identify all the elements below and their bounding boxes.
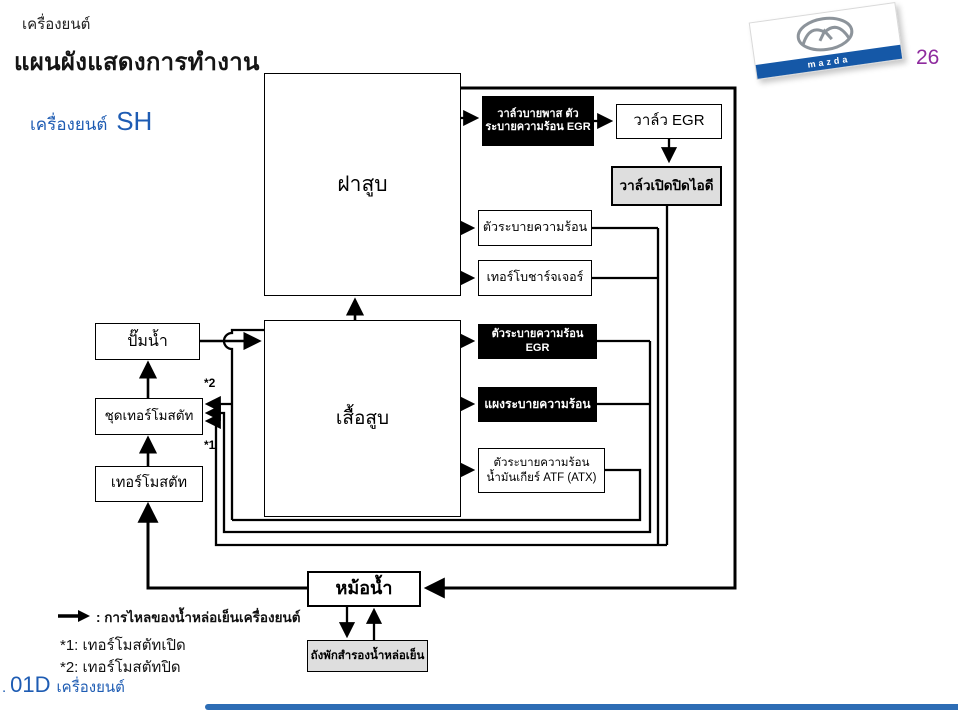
engine-subtitle-prefix: เครื่องยนต์ [30,115,108,134]
engine-code: SH [116,106,153,136]
box-heater-core: แผงระบายความร้อน [478,387,597,422]
box-cylinder-block: เสื้อสูบ [264,320,461,517]
box-atf-cooler: ตัวระบายความร้อน น้ำมันเกียร์ ATF (ATX) [478,448,605,493]
box-turbocharger: เทอร์โบชาร์จเจอร์ [478,260,592,296]
box-radiator: หม้อน้ำ [307,571,421,607]
mazda-logo-banner: mazda [748,1,904,81]
page-number: 26 [916,46,940,69]
slide-eyebrow: เครื่องยนต์ [22,16,91,33]
legend-note-1: *1: เทอร์โมสตัทเปิด [60,637,186,654]
box-thermostat-unit: ชุดเทอร์โมสตัท [95,398,203,435]
footer-code: 01D [10,672,51,697]
flow-arrow-icon [56,608,92,629]
footer-accent-bar [205,704,958,710]
box-egr-cooler-bypass-valve: วาล์วบายพาส ตัวระบายความร้อน EGR [482,96,594,146]
box-reservoir-tank: ถังพักสำรองน้ำหล่อเย็น [307,640,428,672]
box-water-pump: ปั๊มน้ำ [95,323,200,360]
footer-chapter: .01D เครื่องยนต์ [2,672,125,699]
box-cylinder-head: ฝาสูบ [264,73,461,296]
legend-note-2: *2: เทอร์โมสตัทปิด [60,659,181,676]
box-thermostat: เทอร์โมสตัท [95,466,203,502]
engine-subtitle: เครื่องยนต์ SH [30,106,152,138]
legend-flow-label: : การไหลของน้ำหล่อเย็นเครื่องยนต์ [96,610,301,625]
box-egr-valve: วาล์ว EGR [616,104,722,139]
marker-thermostat-closed: *2 [204,376,216,390]
marker-thermostat-open: *1 [204,438,216,452]
footer-label: เครื่องยนต์ [56,679,125,696]
footer-prefix: . [2,679,7,696]
mazda-wordmark: mazda [806,53,851,70]
box-egr-cooler: ตัวระบายความร้อน EGR [478,324,597,359]
box-intake-shutter-valve: วาล์วเปิดปิดไอดี [611,166,722,206]
box-cooler: ตัวระบายความร้อน [478,210,592,246]
page-title: แผนผังแสดงการทำงาน [14,49,260,76]
mazda-emblem-icon [750,3,900,65]
